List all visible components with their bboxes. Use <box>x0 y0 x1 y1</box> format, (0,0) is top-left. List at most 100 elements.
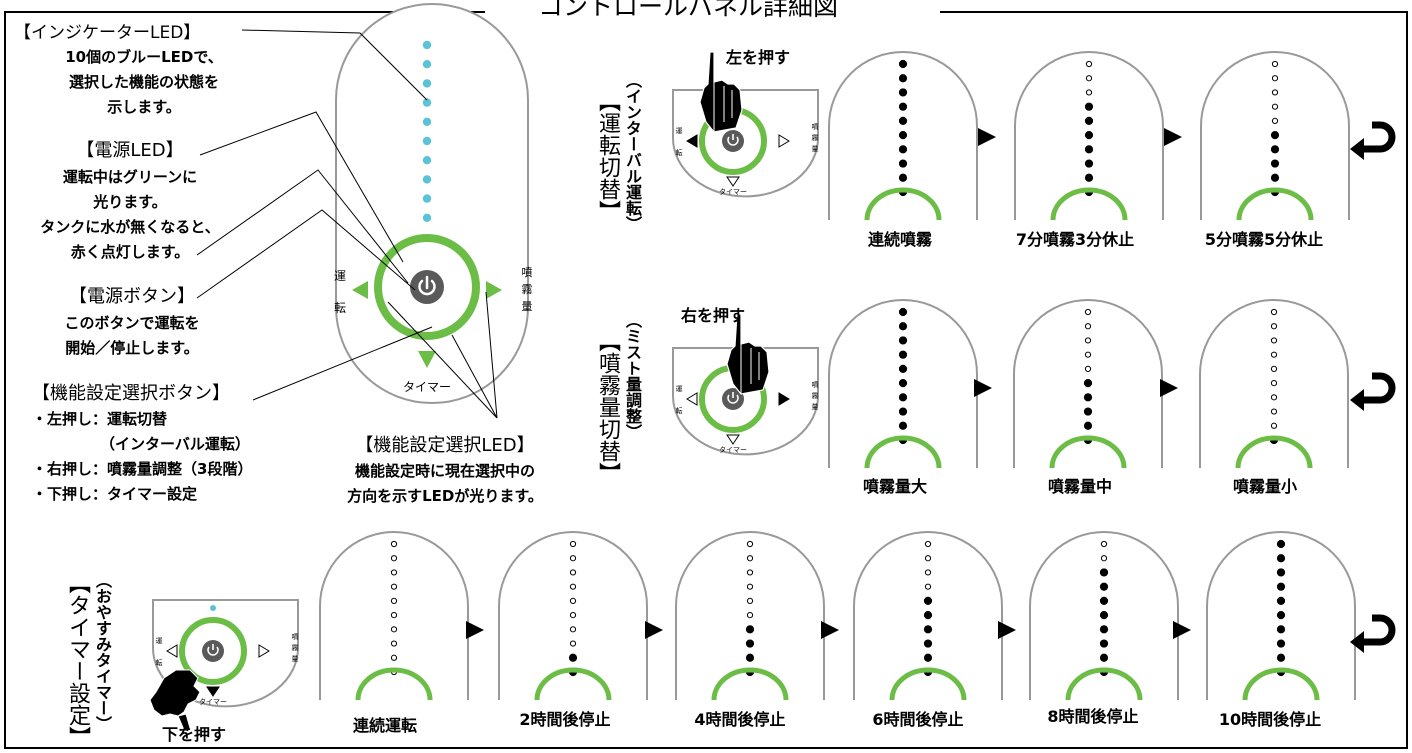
timer-panel-left-arrow <box>166 644 178 658</box>
indicator-led <box>422 194 432 203</box>
down-press-hand-shape <box>149 669 201 717</box>
state-label: 4時間後停止 <box>694 710 786 729</box>
state-label: 2時間後停止 <box>519 710 611 729</box>
press-right-label: 右を押す <box>681 306 746 325</box>
section-mist-title: 【噴霧量切替】 <box>595 330 620 484</box>
timer-panel-label-bottom: タイマー <box>199 697 227 706</box>
indicator-led <box>422 156 432 165</box>
state-label: 6時間後停止 <box>872 710 964 729</box>
left-direction-led <box>352 281 368 299</box>
state-panel-ring <box>1050 187 1128 221</box>
state-panel-led <box>1083 393 1093 402</box>
next-arrow <box>821 621 839 639</box>
state-panel-ring <box>864 187 942 221</box>
right-press-hand-shape <box>726 313 770 395</box>
next-arrow <box>1164 128 1182 146</box>
timer-panel-top-led <box>210 605 216 611</box>
state-panel-led <box>1085 60 1093 68</box>
state-panel-led <box>1270 159 1280 168</box>
function-button-desc-4: ・下押し：タイマー設定 <box>32 485 198 503</box>
state-panel-led <box>1084 351 1092 358</box>
timer-panel-label-right: 噴 <box>292 632 299 641</box>
state-panel-led <box>924 555 932 562</box>
state-panel-led <box>898 336 908 345</box>
state-panel-led <box>923 625 933 634</box>
state-panel-led <box>569 583 577 590</box>
left-press-hand-lines <box>713 82 733 132</box>
leader-line <box>485 291 498 419</box>
state-panel-ring <box>889 667 967 701</box>
timer-panel-label-right: 量 <box>292 655 299 663</box>
state-panel-ring <box>1065 667 1143 701</box>
indicator-led <box>422 79 432 88</box>
state-panel-led <box>746 612 754 619</box>
state-panel-led <box>569 640 577 647</box>
state-panel-led <box>1085 89 1093 96</box>
state-panel-led <box>1084 145 1094 154</box>
state-panel-led <box>745 639 755 648</box>
state-panel-led <box>390 626 398 633</box>
state-panel-led <box>1270 351 1278 358</box>
state-panel-led <box>1099 639 1109 648</box>
panel-label-right: 霧 <box>522 283 533 296</box>
state-panel-led <box>1083 379 1093 388</box>
state-panel-led <box>898 88 908 97</box>
state-label: 連続噴霧 <box>867 230 932 249</box>
state-panel-ring <box>1236 187 1314 221</box>
state-panel-led <box>1084 365 1092 372</box>
right-press-hand <box>726 313 770 395</box>
state-panel-led <box>898 131 908 140</box>
right-press-hand-lines <box>740 344 760 394</box>
down-direction-led <box>418 351 436 368</box>
state-panel-led <box>898 173 908 182</box>
state-panel-led <box>898 307 908 317</box>
operation-panel-label-left: 転 <box>676 149 683 157</box>
state-panel-led <box>569 597 577 604</box>
timer-panel-power-icon <box>207 646 219 656</box>
next-arrow <box>998 621 1016 639</box>
state-panel-led <box>1270 308 1278 316</box>
state-panel-led <box>390 654 398 661</box>
mist-panel-outline <box>672 347 819 456</box>
state-panel-led <box>1083 421 1093 430</box>
state-panel-led <box>1100 555 1108 562</box>
state-panel-led <box>390 612 398 619</box>
state-panel-led <box>923 611 933 620</box>
state-panel-led <box>390 583 398 590</box>
mist-panel-label-left: 運 <box>676 384 683 393</box>
right-direction-led <box>486 281 502 299</box>
state-panel-led <box>746 583 754 590</box>
state-panel-led <box>1270 408 1278 415</box>
section-operation-subtitle: （インターバル運転） <box>623 72 642 232</box>
state-panel-led <box>390 540 398 548</box>
down-press-hand-finger <box>177 713 191 733</box>
state-panel-led <box>924 569 932 576</box>
state-panel-led <box>1276 639 1286 648</box>
state-panel-led <box>1276 611 1286 620</box>
state-panel-led <box>1270 394 1278 401</box>
state-panel-led <box>898 102 908 111</box>
operation-panel-label-right: 噴 <box>812 122 819 131</box>
state-panel-led <box>1084 173 1094 182</box>
state-panel-led <box>898 116 908 125</box>
power-led-title: 【電源LED】 <box>76 140 184 161</box>
state-panel-led <box>1276 554 1286 563</box>
leader-line <box>241 29 428 101</box>
timer-panel-led-ring <box>179 617 247 685</box>
state-panel-led <box>569 612 577 619</box>
indicator-led <box>422 117 432 127</box>
state-panel-ring <box>1049 435 1127 469</box>
state-panel-led <box>924 583 932 590</box>
leader-line <box>387 301 498 419</box>
state-panel-led <box>1099 582 1109 591</box>
state-label: 噴霧量中 <box>1047 477 1112 496</box>
state-panel-led <box>924 540 932 548</box>
state-panel-led <box>898 407 908 416</box>
diagram-frame <box>4 11 1408 749</box>
state-label: 噴霧量小 <box>1232 477 1297 496</box>
indicator-led <box>422 213 432 222</box>
state-panel-led <box>1270 323 1278 330</box>
power-button-title: 【電源ボタン】 <box>69 286 195 307</box>
state-panel-led <box>390 597 398 604</box>
